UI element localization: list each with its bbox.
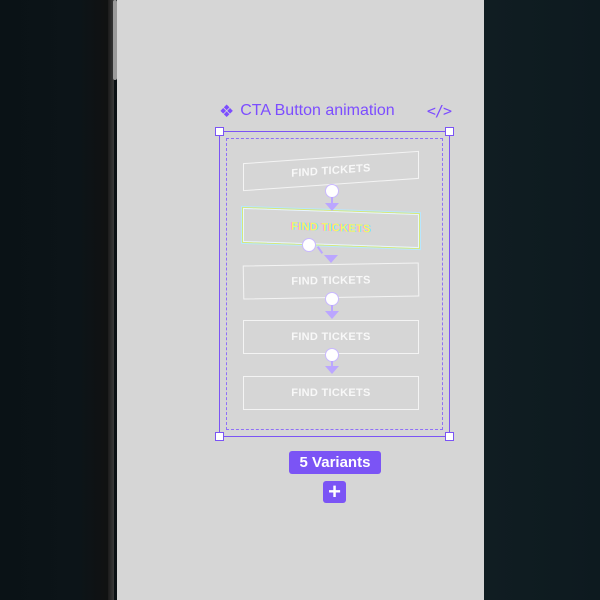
prototype-connector <box>331 305 333 313</box>
resize-handle-bottom-right[interactable] <box>445 432 454 441</box>
scrollbar-thumb[interactable] <box>113 0 117 80</box>
prototype-arrow-icon <box>324 255 338 263</box>
component-title[interactable]: CTA Button animation <box>240 102 395 119</box>
variants-badge[interactable]: 5 Variants <box>289 451 381 474</box>
variant-label: FIND TICKETS <box>291 274 371 288</box>
variant-label: FIND TICKETS <box>291 162 371 180</box>
resize-handle-top-left[interactable] <box>215 127 224 136</box>
design-canvas[interactable] <box>117 0 484 600</box>
add-variant-button[interactable]: + <box>323 481 346 503</box>
prototype-connection-handle[interactable] <box>325 348 339 362</box>
panel-edge <box>108 0 114 600</box>
variant-label: FIND TICKETS <box>291 387 371 399</box>
right-panel <box>484 0 600 600</box>
variant-2[interactable]: FIND TICKETS <box>243 207 419 249</box>
variant-5[interactable]: FIND TICKETS <box>243 376 419 410</box>
prototype-arrow-icon <box>325 203 339 211</box>
prototype-arrow-icon <box>325 311 339 319</box>
component-icon: ❖ <box>219 101 235 121</box>
code-icon[interactable]: </> <box>426 102 452 120</box>
resize-handle-top-right[interactable] <box>445 127 454 136</box>
left-panel <box>0 0 112 600</box>
plus-icon: + <box>328 479 341 504</box>
prototype-arrow-icon <box>325 366 339 374</box>
prototype-connection-handle[interactable] <box>325 292 339 306</box>
variant-label: FIND TICKETS <box>291 220 371 236</box>
dashed-outline <box>226 138 443 430</box>
component-title-group[interactable]: ❖ CTA Button animation <box>219 102 395 120</box>
component-set-frame[interactable] <box>215 127 454 441</box>
prototype-connector <box>331 361 333 367</box>
prototype-connector <box>331 197 333 205</box>
resize-handle-bottom-left[interactable] <box>215 432 224 441</box>
prototype-connection-handle[interactable] <box>302 238 316 252</box>
variant-label: FIND TICKETS <box>291 331 371 343</box>
component-header[interactable]: ❖ CTA Button animation </> <box>219 100 452 122</box>
prototype-connection-handle[interactable] <box>325 184 339 198</box>
